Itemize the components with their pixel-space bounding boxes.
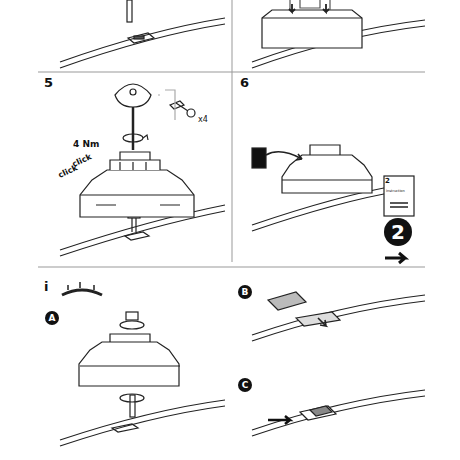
callout-label: 6	[240, 76, 249, 89]
step-circle: C	[238, 378, 252, 392]
callout-label: Instruction	[386, 190, 405, 194]
panel-6	[252, 145, 414, 263]
callout-label: i	[44, 280, 48, 293]
callout-label: click	[71, 153, 93, 169]
step-circle: A	[45, 311, 59, 325]
top-left-panel	[60, 0, 225, 68]
step-letter: 2	[391, 222, 405, 242]
step-letter: C	[242, 381, 249, 390]
callout-label: 4 Nm	[73, 140, 99, 149]
panel-lines	[38, 0, 425, 267]
step-letter: A	[49, 314, 56, 323]
top-right-panel	[252, 0, 425, 68]
step-circle: 2	[384, 218, 412, 246]
callout-label: 5	[44, 76, 53, 89]
callout-label: 2	[385, 178, 390, 185]
callout-label: x4	[198, 116, 208, 124]
step-letter: B	[242, 288, 249, 297]
panel-5	[60, 84, 225, 256]
info-panel	[60, 282, 425, 446]
step-circle: B	[238, 285, 252, 299]
